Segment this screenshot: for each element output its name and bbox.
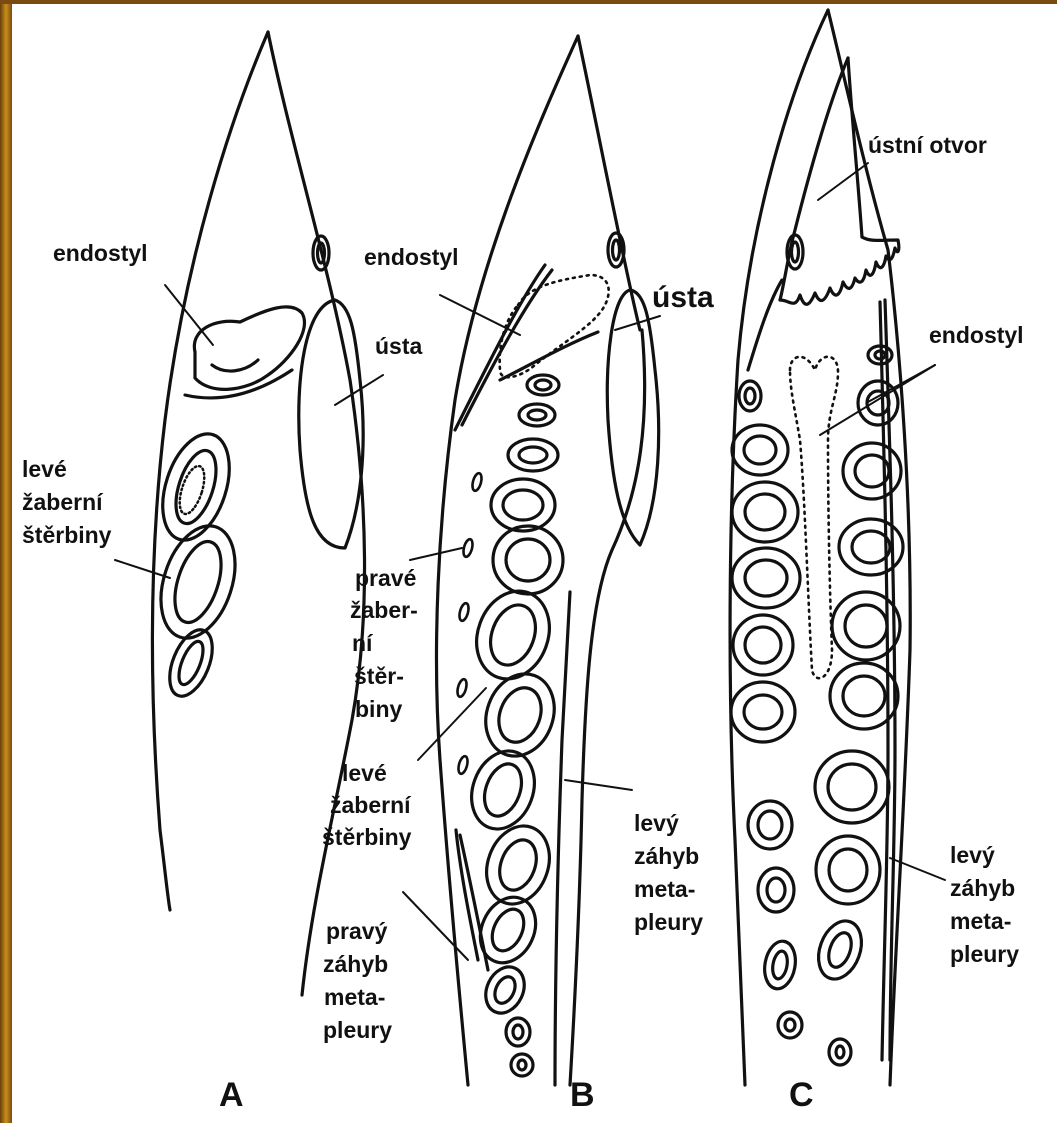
label-b-lfold-1: levý bbox=[634, 810, 679, 837]
label-a-endostyl: endostyl bbox=[53, 240, 148, 267]
label-a-usta: ústa bbox=[375, 333, 422, 360]
larva-c-body-outline bbox=[730, 10, 828, 1085]
label-b-lfold-2: záhyb bbox=[634, 843, 699, 870]
label-b-left-2: žaberní bbox=[330, 792, 411, 819]
label-b-fold-3: meta- bbox=[324, 984, 385, 1011]
label-c-endostyl: endostyl bbox=[929, 322, 1024, 349]
larva-b-mouth bbox=[607, 290, 658, 545]
label-c-mouth-opening: ústní otvor bbox=[868, 132, 987, 159]
label-b-right-1: pravé bbox=[355, 565, 416, 592]
label-a-gill-2: žaberní bbox=[22, 489, 103, 516]
label-b-right-5: biny bbox=[355, 696, 402, 723]
label-b-fold-4: pleury bbox=[323, 1017, 392, 1044]
label-b-left-1: levé bbox=[342, 760, 387, 787]
label-b-left-3: štěrbiny bbox=[322, 824, 411, 851]
larva-b-gill-column bbox=[461, 375, 565, 1076]
label-b-fold-2: záhyb bbox=[323, 951, 388, 978]
label-b-endostyl: endostyl bbox=[364, 244, 459, 271]
larva-a-gill-slit bbox=[161, 624, 221, 702]
label-a-gill-1: levé bbox=[22, 456, 67, 483]
larva-c bbox=[730, 10, 945, 1085]
panel-letter-b: B bbox=[570, 1082, 595, 1109]
larva-b bbox=[403, 36, 660, 1085]
label-b-usta: ústa bbox=[652, 284, 714, 311]
label-c-lfold-2: záhyb bbox=[950, 875, 1015, 902]
panel-letter-c: C bbox=[789, 1082, 814, 1109]
label-c-lfold-1: levý bbox=[950, 842, 995, 869]
larva-c-gill-column bbox=[731, 381, 802, 1038]
label-b-lfold-3: meta- bbox=[634, 876, 695, 903]
label-b-lfold-4: pleury bbox=[634, 909, 703, 936]
label-b-right-4: štěr- bbox=[354, 663, 404, 690]
label-b-fold-1: pravý bbox=[326, 918, 387, 945]
larva-a-endostyl-shape bbox=[194, 307, 304, 389]
label-b-right-3: ní bbox=[352, 630, 372, 657]
panel-letter-a: A bbox=[219, 1082, 244, 1109]
label-b-right-2: žaber- bbox=[350, 597, 418, 624]
larva-a-mouth bbox=[299, 300, 363, 548]
label-a-gill-3: štěrbiny bbox=[22, 522, 111, 549]
label-c-lfold-3: meta- bbox=[950, 908, 1011, 935]
label-c-lfold-4: pleury bbox=[950, 941, 1019, 968]
diagram-canvas: endostyl ústa levé žaberní štěrbiny endo… bbox=[12, 4, 1057, 1123]
amphioxus-larvae-drawing bbox=[12, 4, 1057, 1123]
